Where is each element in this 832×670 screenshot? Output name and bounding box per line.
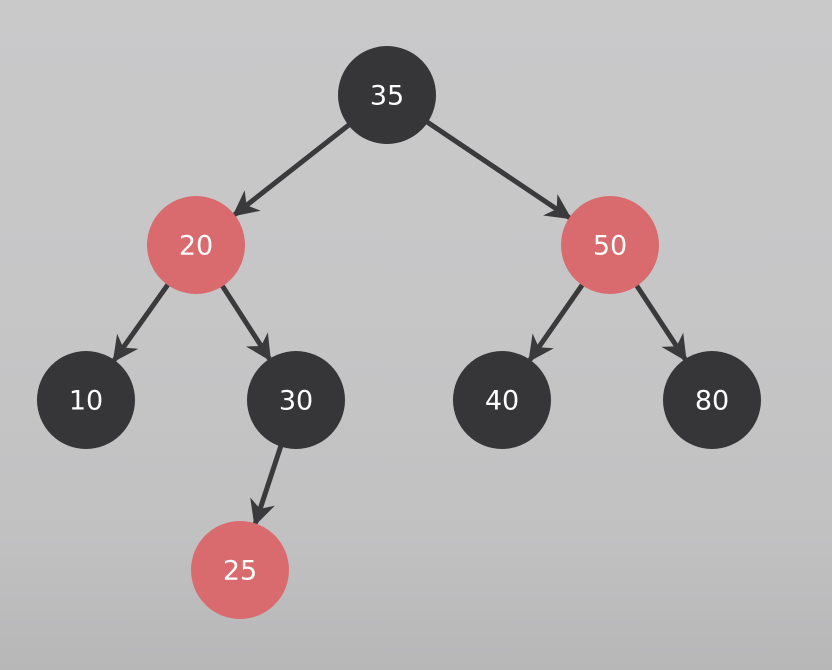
black-node-circle — [663, 351, 761, 449]
tree-node-35: 35 — [338, 46, 436, 144]
node-label: 35 — [370, 81, 404, 112]
black-node-circle — [453, 351, 551, 449]
tree-node-30: 30 — [247, 351, 345, 449]
tree-edges — [112, 115, 688, 527]
edge-20-to-30 — [215, 276, 272, 362]
node-label: 30 — [279, 386, 313, 417]
node-label: 50 — [593, 231, 627, 262]
black-node-circle — [247, 351, 345, 449]
node-label: 10 — [69, 386, 103, 417]
black-node-circle — [338, 46, 436, 144]
node-label: 80 — [695, 386, 729, 417]
tree-node-80: 80 — [663, 351, 761, 449]
edge-30-to-25 — [250, 436, 286, 527]
tree-node-10: 10 — [37, 351, 135, 449]
edge-35-to-20 — [232, 117, 358, 217]
node-label: 40 — [485, 386, 519, 417]
tree-nodes: 35 20 50 10 30 40 80 25 — [37, 46, 761, 619]
black-node-circle — [37, 351, 135, 449]
tree-node-20: 20 — [147, 196, 245, 294]
edge-35-to-50 — [418, 115, 572, 220]
red-node-circle — [561, 196, 659, 294]
edge-20-to-10 — [112, 275, 175, 363]
tree-node-25: 25 — [191, 521, 289, 619]
node-label: 20 — [179, 231, 213, 262]
red-node-circle — [191, 521, 289, 619]
tree-node-50: 50 — [561, 196, 659, 294]
edge-50-to-80 — [630, 276, 688, 362]
tree-node-40: 40 — [453, 351, 551, 449]
node-label: 25 — [223, 556, 257, 587]
edge-50-to-40 — [528, 276, 590, 363]
red-node-circle — [147, 196, 245, 294]
